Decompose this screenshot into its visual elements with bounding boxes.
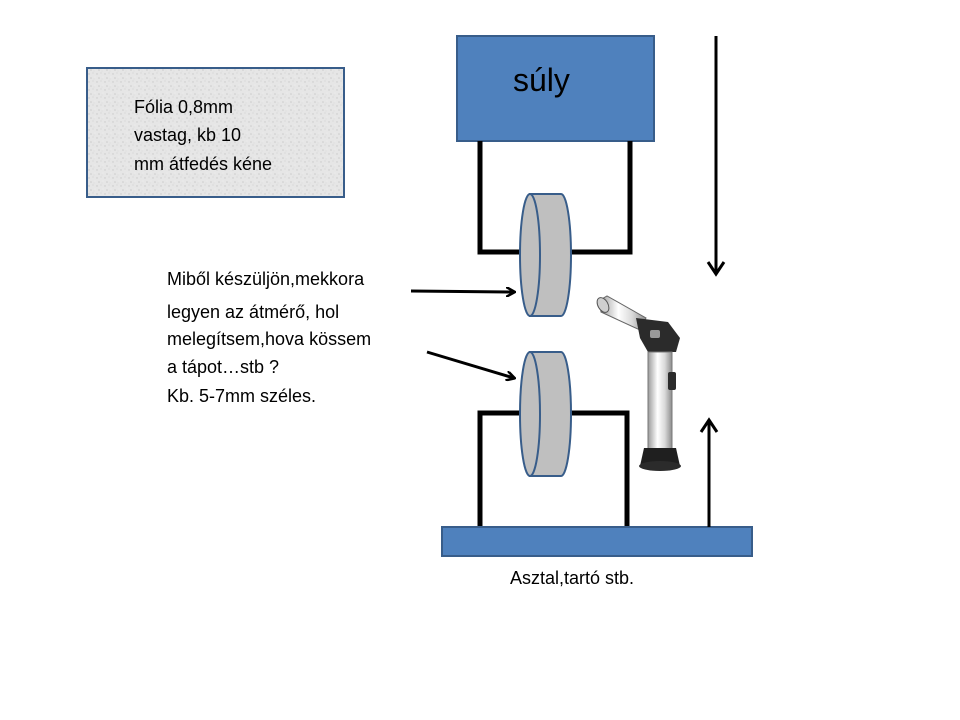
note-box: Fólia 0,8mm vastag, kb 10 mm átfedés kén… (86, 67, 345, 198)
blow-torch-icon (596, 295, 681, 471)
table-bar (441, 526, 753, 557)
upper-roller (519, 193, 572, 317)
upper-bracket (477, 141, 633, 255)
pointer-arrow-lower (426, 350, 514, 378)
arrow-down-icon (706, 36, 726, 277)
weight-label: súly (513, 62, 570, 98)
svg-text:Fólia 0,8mm vastag, kb 1: Fólia 0,8mm vastag, kb 10 mm átfedés kén… (134, 97, 272, 174)
table-label: Asztal,tartó stb. (510, 568, 634, 588)
note-line: vastag, kb 10 (134, 125, 241, 145)
question-text: Miből készüljön,mekkora legyen az átmérő… (167, 269, 376, 406)
note-line: mm átfedés kéne (134, 154, 272, 174)
lower-bracket (477, 410, 630, 527)
weight-box: súly (456, 35, 655, 142)
arrow-up-icon (699, 417, 719, 527)
pointer-arrow-upper (410, 291, 514, 292)
note-line: Fólia 0,8mm (134, 97, 233, 117)
lower-roller (519, 351, 572, 477)
